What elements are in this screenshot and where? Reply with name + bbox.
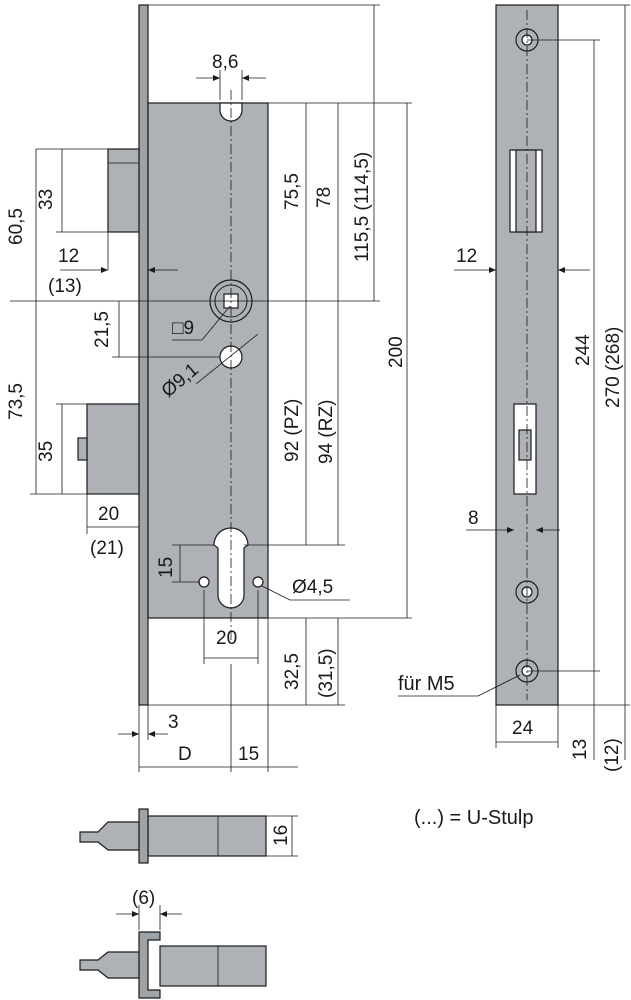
faceplate-strip bbox=[138, 4, 149, 706]
dim-21: (21) bbox=[90, 538, 124, 559]
dim-3: 3 bbox=[168, 712, 179, 733]
side-dim-12-u: (12) bbox=[602, 738, 623, 772]
dim-33: 33 bbox=[36, 189, 57, 210]
dim-8-6: 8,6 bbox=[212, 52, 238, 73]
dim-12: 12 bbox=[58, 246, 79, 267]
dim-94-rz: 94 (RZ) bbox=[316, 400, 337, 464]
dim-73-5: 73,5 bbox=[6, 383, 27, 420]
side-dim-24: 24 bbox=[512, 718, 534, 739]
dim-15-bottom: 15 bbox=[238, 744, 259, 765]
dim-square-9: □9 bbox=[172, 318, 194, 339]
side-dimensions: 12 8 244 270 (268) für M5 24 13 (12) bbox=[398, 4, 630, 772]
dim-78: 78 bbox=[314, 187, 335, 208]
lock-front-view bbox=[77, 4, 269, 706]
dim-60-5: 60,5 bbox=[6, 208, 27, 245]
dim-92-pz: 92 (PZ) bbox=[282, 399, 303, 462]
dim-6: (6) bbox=[132, 888, 155, 909]
dim-32-5: 32,5 bbox=[282, 653, 303, 690]
deadbolt bbox=[86, 403, 140, 495]
side-dim-244: 244 bbox=[573, 334, 594, 366]
bolt-detail-u-faceplate: (6) bbox=[79, 888, 267, 999]
dim-115-5: 115,5 (114,5) bbox=[352, 152, 373, 262]
legend-u-stulp: (...) = U-Stulp bbox=[414, 807, 533, 829]
dim-21-5: 21,5 bbox=[92, 311, 113, 348]
dim-D: D bbox=[178, 744, 192, 765]
screw-label: für M5 bbox=[398, 673, 455, 695]
dim-200: 200 bbox=[386, 336, 407, 368]
side-dim-8: 8 bbox=[468, 508, 479, 529]
side-dim-13: 13 bbox=[570, 739, 591, 760]
lock-case bbox=[147, 102, 269, 619]
dim-16: 16 bbox=[271, 825, 292, 846]
dim-hole-4-5: Ø4,5 bbox=[292, 577, 333, 598]
fixing-hole-left bbox=[198, 576, 210, 588]
dim-75-5: 75,5 bbox=[282, 173, 303, 210]
dim-20-cyl: 20 bbox=[216, 628, 237, 649]
dim-20-bolt: 20 bbox=[98, 504, 119, 525]
dim-15-cyl: 15 bbox=[156, 557, 177, 578]
latch bbox=[107, 148, 140, 233]
faceplate-side-view bbox=[495, 4, 559, 706]
front-dimensions: 8,6 60,5 33 12 (13) 21,5 73,5 35 20 (21) bbox=[6, 4, 412, 772]
dim-35: 35 bbox=[36, 441, 57, 462]
dim-13: (13) bbox=[48, 276, 82, 297]
fixing-hole-right bbox=[252, 576, 264, 588]
side-dim-270: 270 (268) bbox=[603, 327, 624, 408]
dim-31-5: (31,5) bbox=[316, 648, 337, 698]
side-dim-12: 12 bbox=[456, 246, 477, 267]
bolt-detail-standard: 16 bbox=[79, 808, 298, 864]
